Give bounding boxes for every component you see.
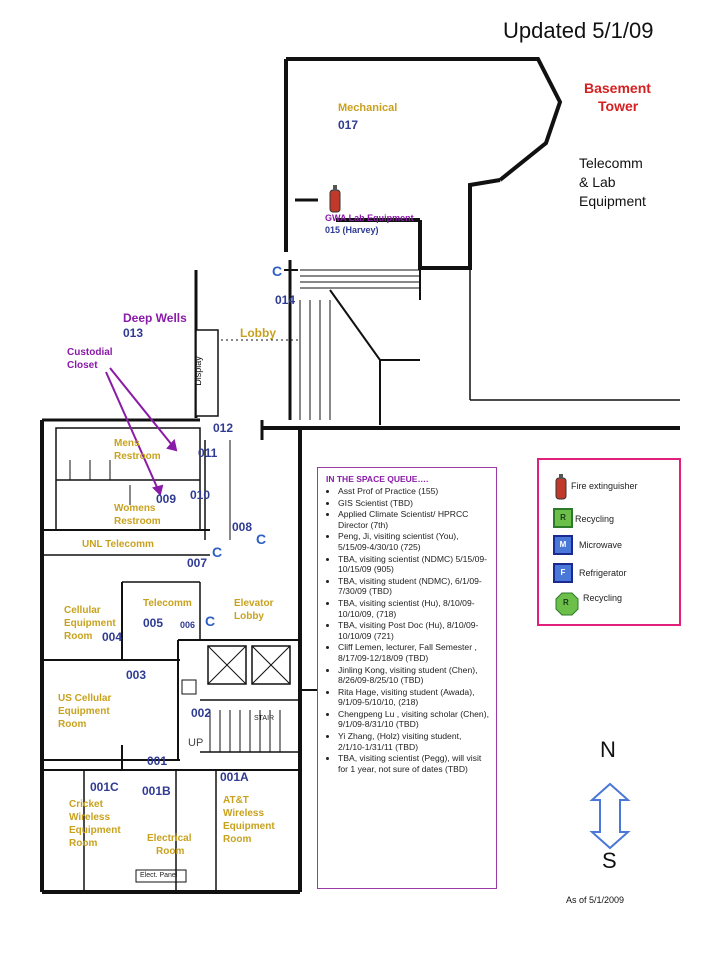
room-gwa-name: GWA Lab Equipment xyxy=(325,213,414,223)
room-mechanical-name: Mechanical xyxy=(338,102,398,114)
womens-line1: Womens xyxy=(114,503,156,514)
as-of-date: As of 5/1/2009 xyxy=(566,895,625,905)
room-003: 003 xyxy=(126,668,147,682)
room-001c: 001C xyxy=(90,780,119,794)
list-item: Peng, Ji, visiting scientist (You), 5/15… xyxy=(338,531,490,552)
room-mechanical-num: 017 xyxy=(338,118,359,132)
womens-line2: Restroom xyxy=(114,516,161,527)
elect-panel-label: Elect. Panel xyxy=(140,872,178,879)
up-label: UP xyxy=(188,737,204,749)
cricket-line4: Room xyxy=(69,838,98,849)
mens-line2: Restroom xyxy=(114,451,161,462)
att-line2: Wireless xyxy=(223,808,265,819)
c-mark: C xyxy=(272,263,283,279)
c-mark-4: C xyxy=(205,613,216,629)
space-queue-title: IN THE SPACE QUEUE…. xyxy=(326,474,429,484)
c-mark-3: C xyxy=(212,544,223,560)
electrical-line1: Electrical xyxy=(147,833,192,844)
list-item: TBA, visiting scientist (Hu), 8/10/09-10… xyxy=(338,598,490,619)
list-item: Jinling Kong, visiting student (Chen), 8… xyxy=(338,665,490,686)
cricket-line1: Cricket xyxy=(69,799,103,810)
list-item: Applied Climate Scientist/ HPRCC Directo… xyxy=(338,509,490,530)
elevator-lobby-line1: Elevator xyxy=(234,598,274,609)
list-item: Rita Hage, visiting student (Awada), 9/1… xyxy=(338,687,490,708)
room-unl-telecomm: UNL Telecomm xyxy=(82,539,154,550)
room-005: 005 xyxy=(143,616,164,630)
list-item: Cliff Lemen, lecturer, Fall Semester , 8… xyxy=(338,642,490,663)
room-001a: 001A xyxy=(220,770,249,784)
fire-extinguisher-icon xyxy=(329,185,341,213)
room-004: 004 xyxy=(102,630,123,644)
cellular-line1: Cellular xyxy=(64,605,101,616)
subtitle-line2: & Lab xyxy=(579,174,616,190)
cellular-line3: Room xyxy=(64,631,93,642)
updated-date: Updated 5/1/09 xyxy=(503,18,654,43)
list-item: Chengpeng Lu , visiting scholar (Chen), … xyxy=(338,709,490,730)
list-item: Yi Zhang, (Holz) visiting student, 2/1/1… xyxy=(338,731,490,752)
room-lobby: Lobby xyxy=(240,326,276,340)
compass-north: N xyxy=(600,737,616,762)
mens-line1: Mens xyxy=(114,438,140,449)
legend-microwave-label: Microwave xyxy=(579,540,623,550)
legend-box: Fire extinguisher R Recycling M Microwav… xyxy=(537,458,681,626)
room-001: 001 xyxy=(147,754,168,768)
compass-south: S xyxy=(602,848,617,873)
cricket-line2: Wireless xyxy=(69,812,111,823)
cellular-line2: Equipment xyxy=(64,618,116,629)
us-cellular-line1: US Cellular xyxy=(58,693,112,704)
subtitle-line1: Telecomm xyxy=(579,155,643,171)
subtitle-line3: Equipment xyxy=(579,193,646,209)
space-queue-panel: IN THE SPACE QUEUE…. Asst Prof of Practi… xyxy=(317,467,497,889)
recycling-icon: R xyxy=(553,508,573,528)
cricket-line3: Equipment xyxy=(69,825,121,836)
compass-arrow xyxy=(589,782,631,850)
att-line3: Equipment xyxy=(223,821,275,832)
room-gwa-num: 015 (Harvey) xyxy=(325,225,379,235)
legend-refrigerator-label: Refrigerator xyxy=(579,568,627,578)
room-007: 007 xyxy=(187,556,208,570)
list-item: TBA, visiting scientist (Pegg), will vis… xyxy=(338,753,490,774)
microwave-icon: M xyxy=(553,535,573,555)
room-002: 002 xyxy=(191,706,212,720)
space-queue-list: Asst Prof of Practice (155) GIS Scientis… xyxy=(324,486,490,774)
us-cellular-line2: Equipment xyxy=(58,706,110,717)
list-item: GIS Scientist (TBD) xyxy=(338,498,490,509)
stair-label: STAIR xyxy=(254,715,275,722)
list-item: TBA, visiting Post Doc (Hu), 8/10/09-10/… xyxy=(338,620,490,641)
recycling-octagon-letter: R xyxy=(563,598,569,607)
att-line4: Room xyxy=(223,834,252,845)
room-deep-wells-name: Deep Wells xyxy=(123,311,187,325)
custodial-line1: Custodial xyxy=(67,347,113,358)
refrigerator-icon: F xyxy=(553,563,573,583)
elevator-lobby-line2: Lobby xyxy=(234,611,264,622)
room-010: 010 xyxy=(190,488,211,502)
room-001b: 001B xyxy=(142,784,171,798)
display-label: Display xyxy=(192,356,203,386)
c-mark-2: C xyxy=(256,531,267,547)
building-title-line1: Basement xyxy=(584,80,651,96)
fire-extinguisher-icon xyxy=(555,474,567,500)
att-line1: AT&T xyxy=(223,795,249,806)
room-012: 012 xyxy=(213,421,234,435)
building-title-line2: Tower xyxy=(598,98,639,114)
electrical-line2: Room xyxy=(156,846,185,857)
list-item: TBA, visiting scientist (NDMC) 5/15/09-1… xyxy=(338,554,490,575)
room-006: 006 xyxy=(180,620,196,630)
room-telecomm: Telecomm xyxy=(143,598,192,609)
room-011: 011 xyxy=(198,446,218,460)
list-item: TBA, visiting student (NDMC), 6/1/09-7/3… xyxy=(338,576,490,597)
room-014: 014 xyxy=(275,293,296,307)
legend-fire-label: Fire extinguisher xyxy=(571,481,638,491)
us-cellular-line3: Room xyxy=(58,719,87,730)
legend-recycling2-label: Recycling xyxy=(583,593,623,603)
list-item: Asst Prof of Practice (155) xyxy=(338,486,490,497)
legend-recycling-label: Recycling xyxy=(575,514,615,524)
room-009: 009 xyxy=(156,492,177,506)
room-deep-wells-num: 013 xyxy=(123,326,144,340)
room-008: 008 xyxy=(232,520,253,534)
recycling-octagon-icon xyxy=(555,592,579,616)
custodial-line2: Closet xyxy=(67,360,98,371)
